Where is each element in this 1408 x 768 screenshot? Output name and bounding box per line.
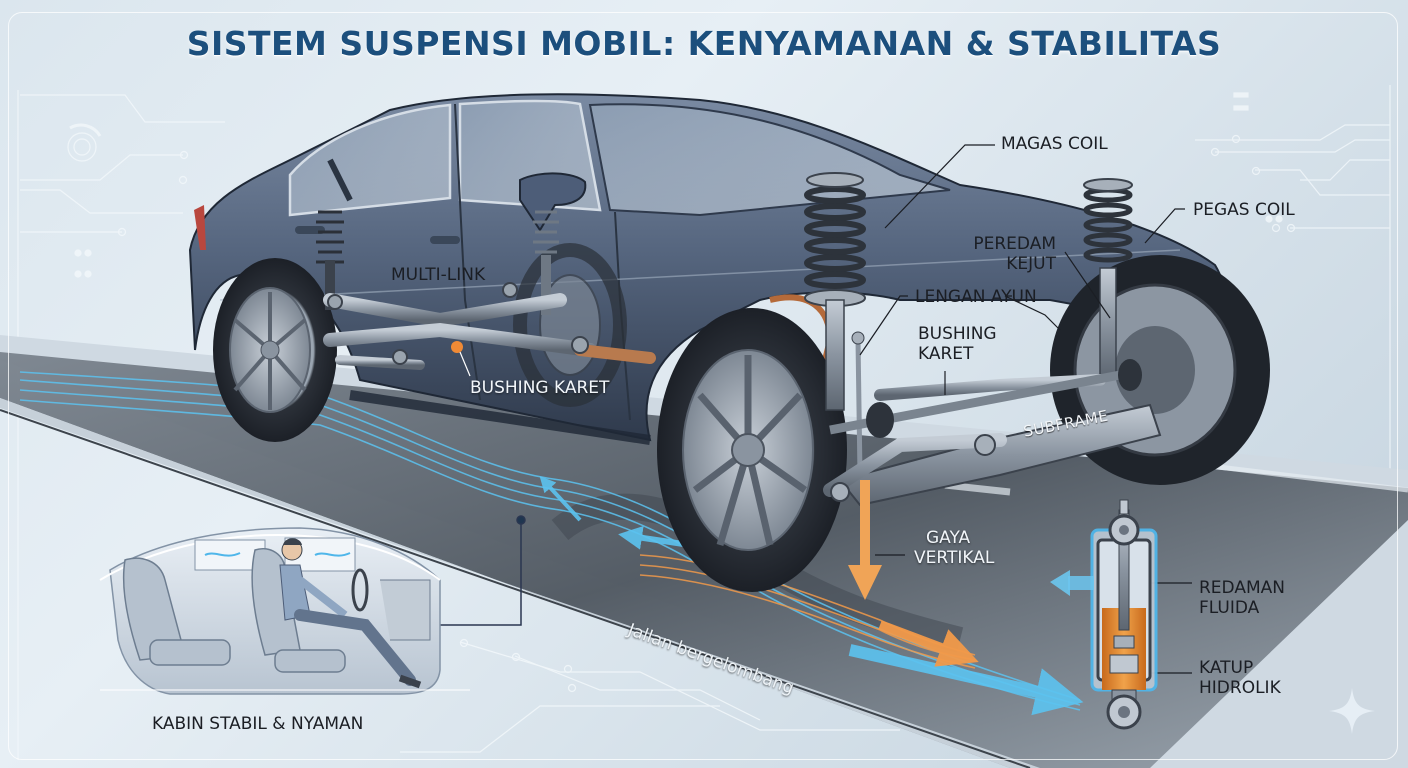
vertical-force-arrow (848, 480, 882, 600)
label-bushing-karet-front-line2: KARET (918, 344, 974, 364)
rear-coil-spring-left (316, 210, 344, 264)
label-gaya-vertikal: GAYA VERTIKAL (914, 528, 994, 568)
rear-coil-spring-right (533, 210, 559, 254)
rear-multilink-suspension (316, 210, 656, 377)
sway-link (855, 339, 863, 476)
label-multi-link: MULTI-LINK (391, 265, 486, 285)
rear-wheel (213, 258, 337, 442)
rear-bushing-highlight (451, 341, 463, 353)
label-redaman-fluida: REDAMAN FLUIDA (1199, 578, 1285, 618)
blue-flow-arrow (848, 644, 1084, 716)
page-title: SISTEM SUSPENSI MOBIL: KENYAMANAN & STAB… (186, 24, 1222, 63)
steering-wheel (351, 568, 369, 612)
label-lengan-ayun: LENGAN AYUN (915, 287, 1037, 307)
label-bushing-karet-front: BUSHING KARET (918, 324, 997, 364)
label-peredam-kejut-line2: KEJUT (1006, 254, 1056, 274)
blue-up-arrow (539, 476, 582, 522)
cabin-inset (99, 527, 441, 695)
sparkle-icon (1329, 688, 1375, 734)
lower-control-arm (823, 433, 1007, 497)
damping-arrow (1050, 570, 1094, 596)
label-katup-hidrolik-line2: HIDROLIK (1199, 678, 1281, 698)
orange-flow-arrow (878, 620, 979, 667)
label-gaya-vertikal-line1: GAYA (926, 528, 971, 548)
rear-seat (122, 557, 231, 666)
label-redaman-fluida-line2: FLUIDA (1199, 598, 1260, 618)
driver-figure (279, 538, 422, 689)
front-shock-body (825, 299, 845, 411)
leader-lines (859, 144, 1192, 674)
label-bushing-karet-rear: BUSHING KARET (470, 378, 610, 398)
label-pegas-coil: PEGAS COIL (1193, 200, 1295, 220)
label-katup-hidrolik: KATUP HIDROLIK (1199, 658, 1281, 698)
label-peredam-kejut-line1: PEREDAM (973, 234, 1056, 254)
label-magas-coil: MAGAS COIL (1001, 134, 1108, 154)
front-wheel (657, 308, 847, 592)
circuit-decoration-bottom (400, 638, 900, 753)
label-katup-hidrolik-line1: KATUP (1199, 658, 1254, 678)
label-gaya-vertikal-line2: VERTIKAL (914, 548, 995, 568)
front-suspension (804, 172, 1162, 507)
label-cabin: KABIN STABIL & NYAMAN (152, 714, 364, 734)
shock-absorber-cutaway (1090, 499, 1158, 730)
front-seat (251, 548, 346, 673)
label-peredam-kejut: PEREDAM KEJUT (960, 234, 1056, 274)
label-redaman-fluida-line1: REDAMAN (1199, 578, 1285, 598)
blue-return-arrow (618, 525, 691, 550)
cabin-leader (436, 515, 526, 626)
label-bushing-karet-front-line1: BUSHING (918, 324, 997, 344)
circuit-decoration-left (17, 90, 225, 760)
front-coil-spring (804, 186, 866, 289)
